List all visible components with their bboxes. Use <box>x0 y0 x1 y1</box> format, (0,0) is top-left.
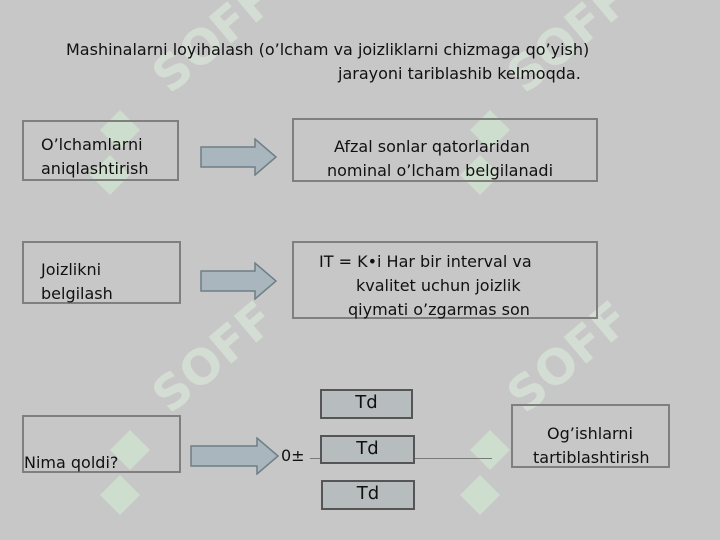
tolerance-step-box: Joizlikni belgilash <box>22 241 181 304</box>
tolerance-step-line-1: Joizlikni <box>41 260 102 279</box>
preferred-numbers-box: Afzal sonlar qatorlaridan nominal o’lcha… <box>292 118 598 182</box>
dimension-step-line-2: aniqlashtirish <box>41 159 149 178</box>
td-label: Td <box>356 483 380 504</box>
what-remains-box <box>22 415 181 473</box>
tolerance-formula-line-3: qiymati o’zgarmas son <box>348 300 530 319</box>
arrow-right-icon <box>200 138 278 176</box>
preferred-numbers-line-1: Afzal sonlar qatorlaridan <box>334 137 530 156</box>
td-box-middle: Td <box>320 435 415 464</box>
dimension-step-line-1: O’lchamlarni <box>41 135 143 154</box>
title-line-2: jarayoni tariblashib kelmoqda. <box>338 64 581 83</box>
td-label: Td <box>355 392 378 413</box>
deviation-ordering-line-1: Og’ishlarni <box>547 424 633 443</box>
td-box-bottom: Td <box>321 480 415 510</box>
deviation-ordering-box: Og’ishlarni tartiblashtirish <box>511 404 670 468</box>
deviation-ordering-line-2: tartiblashtirish <box>533 448 650 467</box>
tolerance-formula-line-2: kvalitet uchun joizlik <box>356 276 521 295</box>
tolerance-step-line-2: belgilash <box>41 284 113 303</box>
zero-plus-minus-label: 0± <box>281 446 305 465</box>
arrow-right-icon <box>200 262 278 300</box>
arrow-right-icon <box>190 437 280 475</box>
svg-text:SOFF: SOFF <box>142 291 286 425</box>
what-remains-label: Nima qoldi? <box>24 453 119 472</box>
title-line-1: Mashinalarni loyihalash (o’lcham va joiz… <box>66 40 590 59</box>
td-box-top: Td <box>320 389 413 419</box>
td-label: Td <box>356 438 379 459</box>
preferred-numbers-line-2: nominal o’lcham belgilanadi <box>327 161 554 180</box>
dimension-step-box: O’lchamlarni aniqlashtirish <box>22 120 179 181</box>
tolerance-formula-box: IT = K•i Har bir interval va kvalitet uc… <box>292 241 598 319</box>
tolerance-formula-line-1: IT = K•i Har bir interval va <box>319 252 532 271</box>
